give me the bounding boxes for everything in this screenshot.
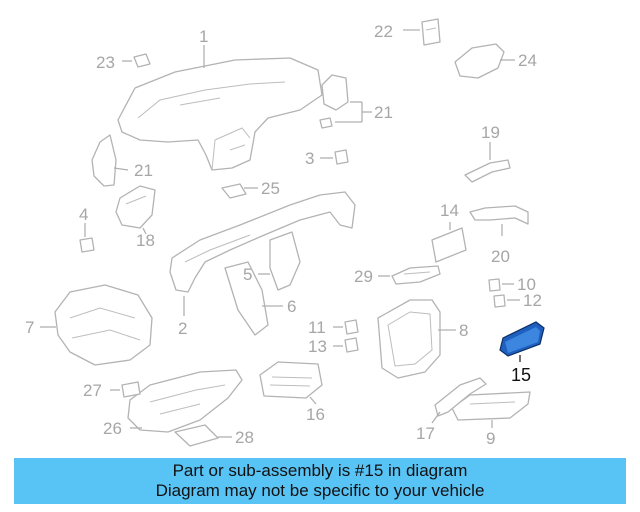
label-21a: 21 <box>374 103 393 122</box>
part-17-trim-strip <box>431 377 487 424</box>
label-8: 8 <box>459 321 468 340</box>
part-3-clip <box>320 149 349 165</box>
info-banner: Part or sub-assembly is #15 in diagram D… <box>14 458 626 504</box>
label-4: 4 <box>79 205 88 224</box>
label-23: 23 <box>96 53 115 72</box>
part-20-frame <box>469 205 529 236</box>
part-8-center-bezel <box>377 299 456 379</box>
label-25: 25 <box>261 179 280 198</box>
part-4-clip <box>79 223 95 253</box>
part-21-side-bracket-right <box>319 74 372 129</box>
label-6: 6 <box>287 297 296 316</box>
part-25-bracket <box>221 183 258 199</box>
label-14: 14 <box>440 201 459 220</box>
label-15: 15 <box>511 365 531 385</box>
label-29: 29 <box>354 267 373 286</box>
part-12-clip <box>493 294 520 308</box>
label-20: 20 <box>491 247 510 266</box>
label-9: 9 <box>486 429 495 448</box>
part-15-highlighted <box>499 321 545 362</box>
part-29-grille <box>378 265 441 285</box>
label-26: 26 <box>103 419 122 438</box>
part-21-side-cover-left <box>91 134 129 187</box>
label-27: 27 <box>83 381 102 400</box>
banner-line-1: Part or sub-assembly is #15 in diagram <box>172 461 468 480</box>
label-28: 28 <box>235 428 254 447</box>
label-1: 1 <box>199 27 208 46</box>
label-5: 5 <box>243 265 252 284</box>
part-16-vent-housing <box>259 361 323 405</box>
label-12: 12 <box>523 291 542 310</box>
part-24-lid <box>454 43 515 79</box>
label-11: 11 <box>308 318 326 337</box>
banner-line-2: Diagram may not be specific to your vehi… <box>155 481 485 500</box>
label-3: 3 <box>305 149 314 168</box>
label-22: 22 <box>374 22 393 41</box>
label-10: 10 <box>517 275 536 294</box>
label-21b: 21 <box>134 161 153 180</box>
label-2: 2 <box>178 319 187 338</box>
label-18: 18 <box>136 231 155 250</box>
part-9-tray <box>451 391 531 428</box>
label-17: 17 <box>416 424 435 443</box>
part-27-latch <box>110 381 141 398</box>
label-7: 7 <box>25 318 34 337</box>
part-22-switch <box>403 18 441 46</box>
part-11-clip <box>333 319 359 335</box>
part-19-handle <box>464 142 511 183</box>
part-1-dashboard-panel <box>117 45 323 171</box>
part-18-vent <box>115 185 156 235</box>
part-14-panel <box>431 222 467 263</box>
part-10-clip <box>488 278 514 292</box>
part-26-glove-box <box>127 369 243 433</box>
label-13: 13 <box>308 337 327 356</box>
part-2-crossmember <box>169 191 356 336</box>
label-16: 16 <box>306 405 325 424</box>
part-23-cap <box>122 53 151 68</box>
part-28-bin <box>174 424 232 447</box>
part-7-lower-panel <box>40 284 153 366</box>
label-24: 24 <box>518 51 537 70</box>
label-19: 19 <box>481 123 500 142</box>
part-13-clip <box>333 337 359 353</box>
